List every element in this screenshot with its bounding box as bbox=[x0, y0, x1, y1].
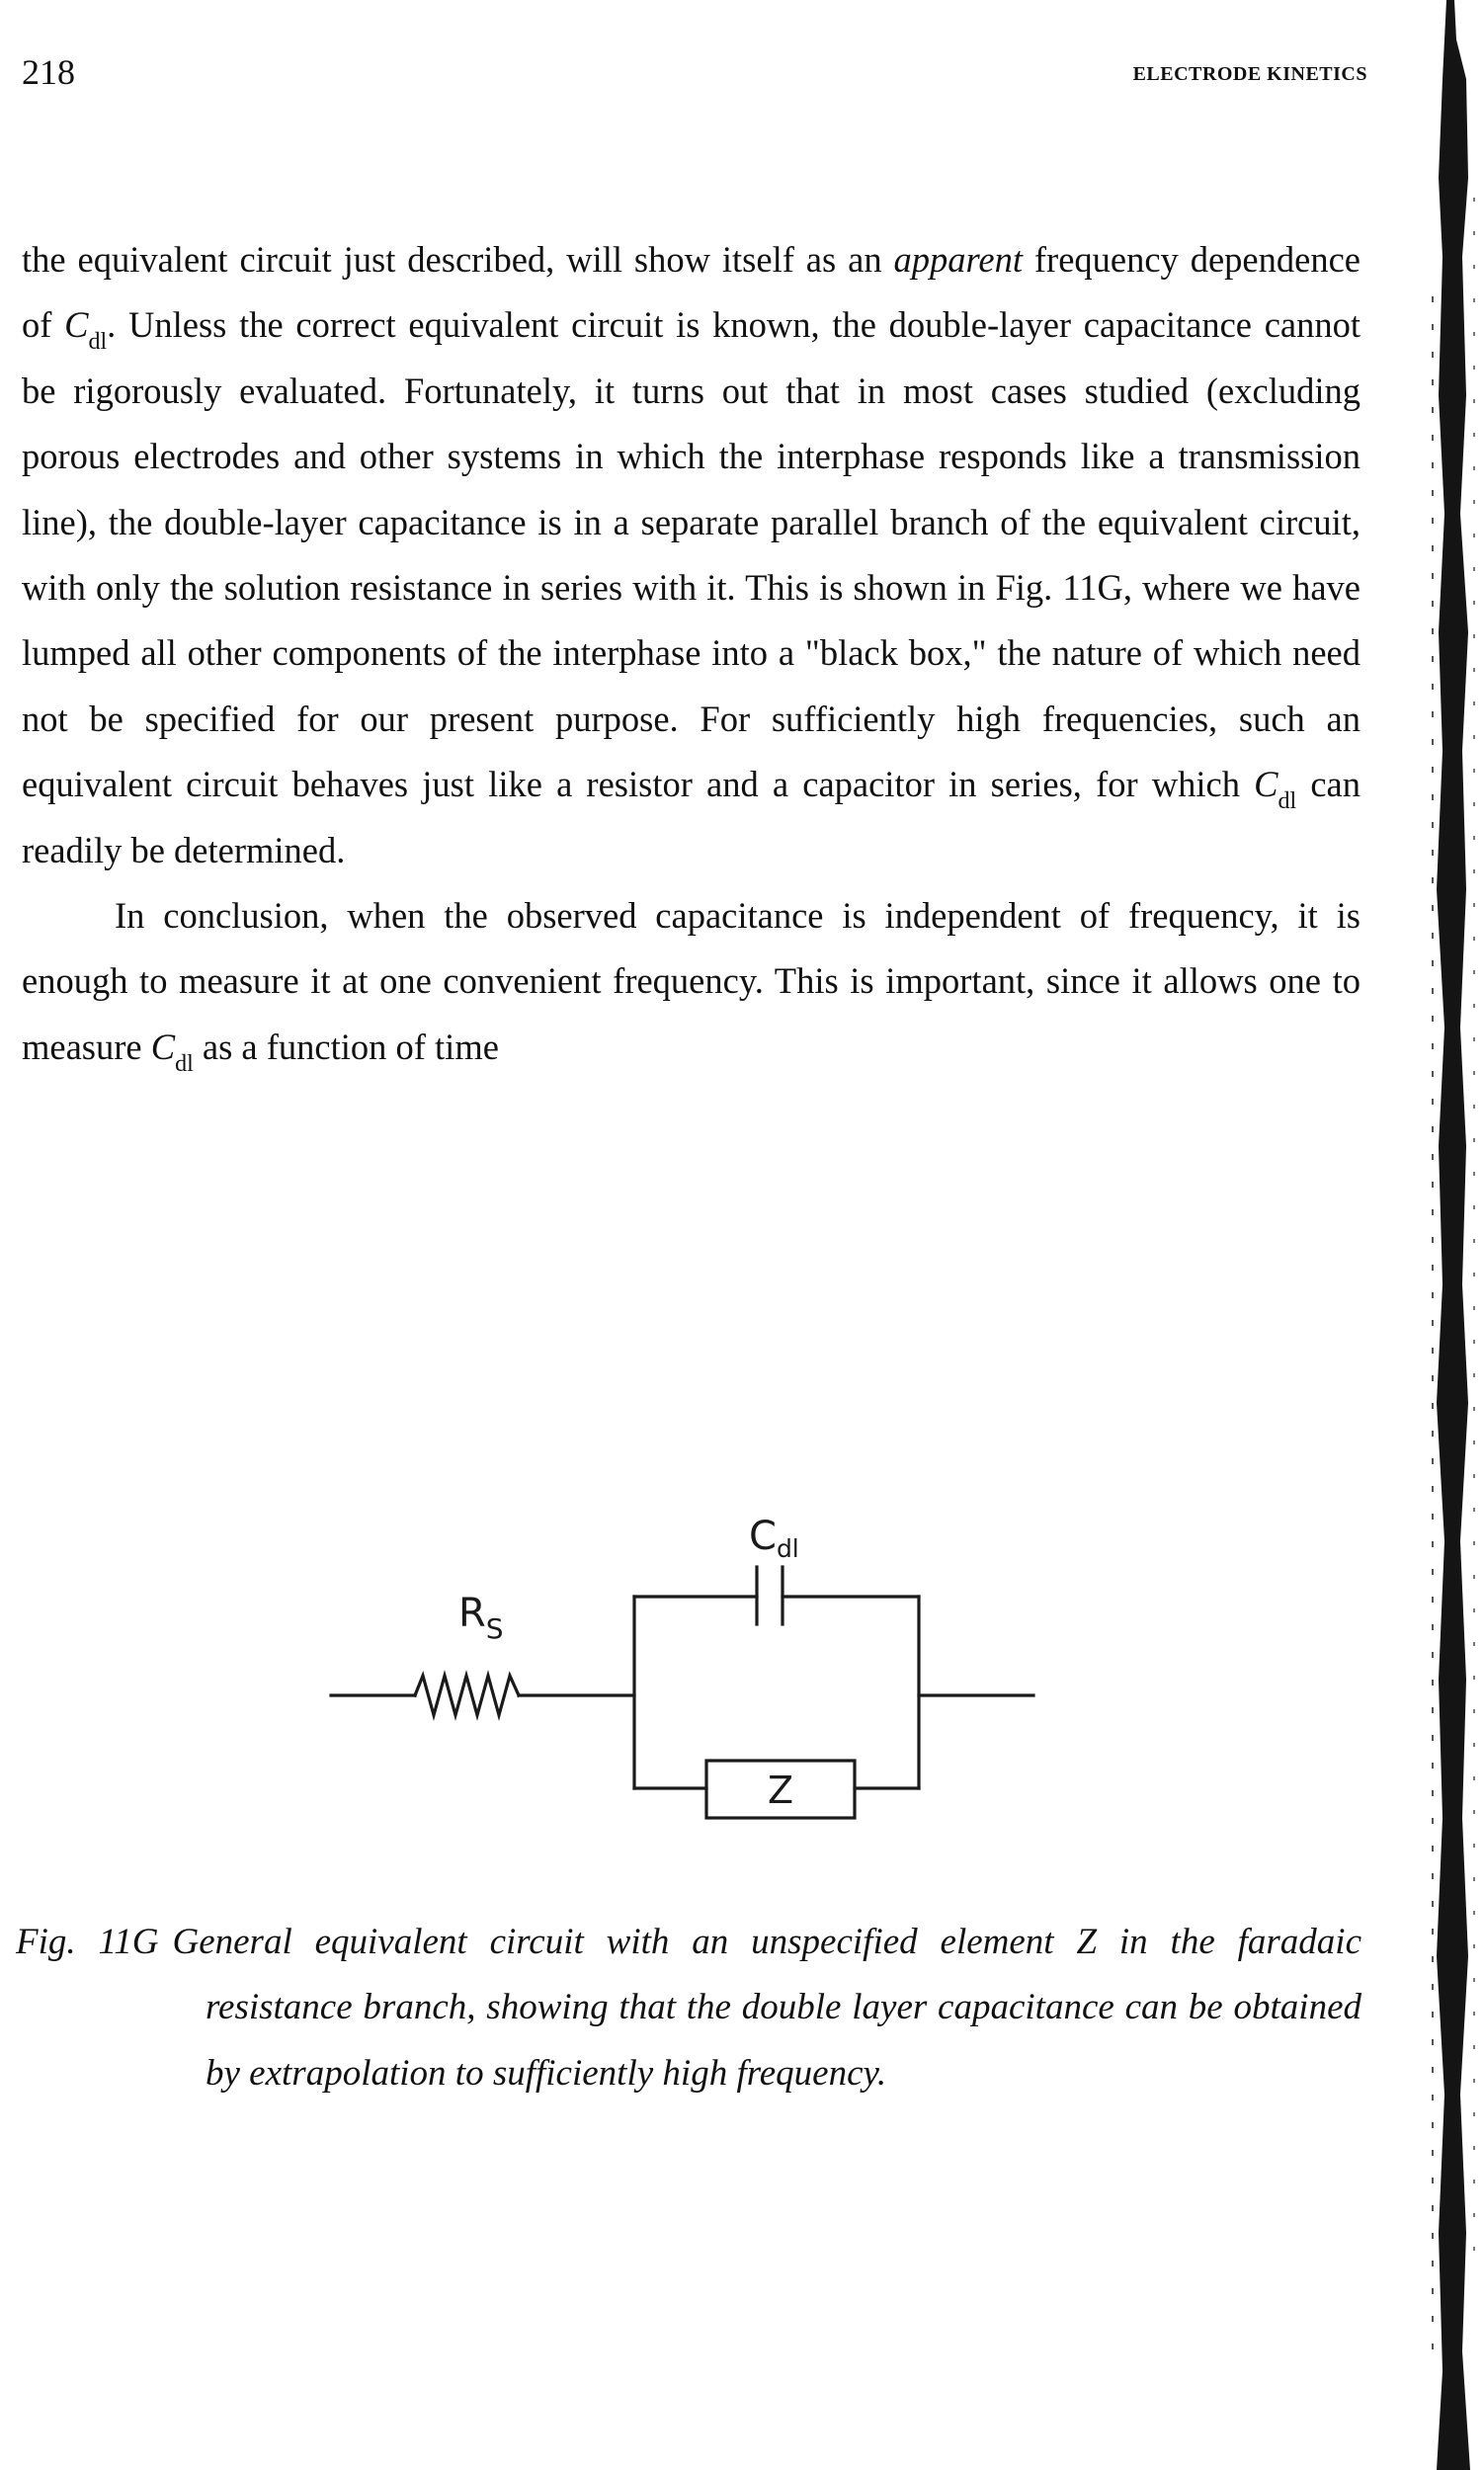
text-run: In conclusion, when the observed capacit… bbox=[22, 895, 1360, 1067]
emphasis-apparent: apparent bbox=[893, 239, 1023, 280]
text-run: can readily be determined. bbox=[22, 764, 1360, 870]
paragraph-2: In conclusion, when the observed capacit… bbox=[22, 883, 1360, 1080]
text-run: frequency dependence of bbox=[22, 239, 1360, 346]
caption-label: Fig. 11G bbox=[16, 1922, 159, 1962]
caption-text: General equivalent circuit with an unspe… bbox=[172, 1922, 1361, 2094]
resistor-rs bbox=[412, 1669, 522, 1722]
scan-binding-edge bbox=[1432, 0, 1475, 2470]
paragraph-1: the equivalent circuit just described, w… bbox=[22, 227, 1360, 883]
text-run: . Unless the correct equivalent circuit … bbox=[22, 304, 1360, 805]
element-z-label: Z bbox=[768, 1769, 793, 1812]
body-text: the equivalent circuit just described, w… bbox=[22, 227, 1360, 1080]
symbol-c-dl: Cdl bbox=[1254, 764, 1297, 815]
page-number: 218 bbox=[22, 52, 75, 92]
resistor-label: RS bbox=[458, 1591, 504, 1645]
running-head: ELECTRODE KINETICS bbox=[1132, 63, 1367, 85]
text-run: the equivalent circuit just described, w… bbox=[22, 239, 894, 280]
symbol-c-dl: Cdl bbox=[150, 1026, 194, 1077]
equivalent-circuit-diagram: Cdl RS Z bbox=[329, 1514, 1035, 1820]
text-run: as a function of time bbox=[193, 1026, 499, 1067]
figure-caption: Fig. 11G General equivalent circuit with … bbox=[16, 1910, 1361, 2106]
caption-block: Fig. 11G General equivalent circuit with … bbox=[16, 1910, 1361, 2106]
capacitor-label: Cdl bbox=[749, 1514, 799, 1563]
symbol-c-dl: Cdl bbox=[64, 304, 108, 356]
